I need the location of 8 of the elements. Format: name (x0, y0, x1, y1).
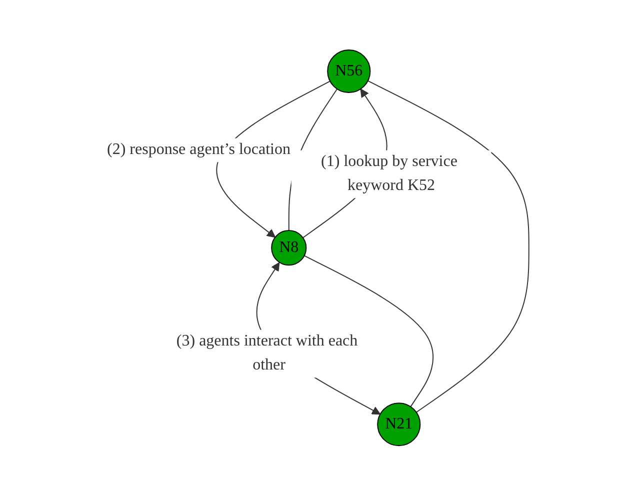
edge-label: (1) lookup by service keyword K52 (321, 152, 458, 194)
node-circle: N8 (271, 230, 307, 266)
node-circle: N56 (327, 49, 371, 93)
connector (367, 80, 530, 412)
connector (304, 254, 434, 407)
edge-label: (2) response agent’s location (107, 140, 291, 158)
node-circle: N21 (377, 402, 421, 446)
edge-label: (3) agents interact with each other (176, 332, 358, 374)
